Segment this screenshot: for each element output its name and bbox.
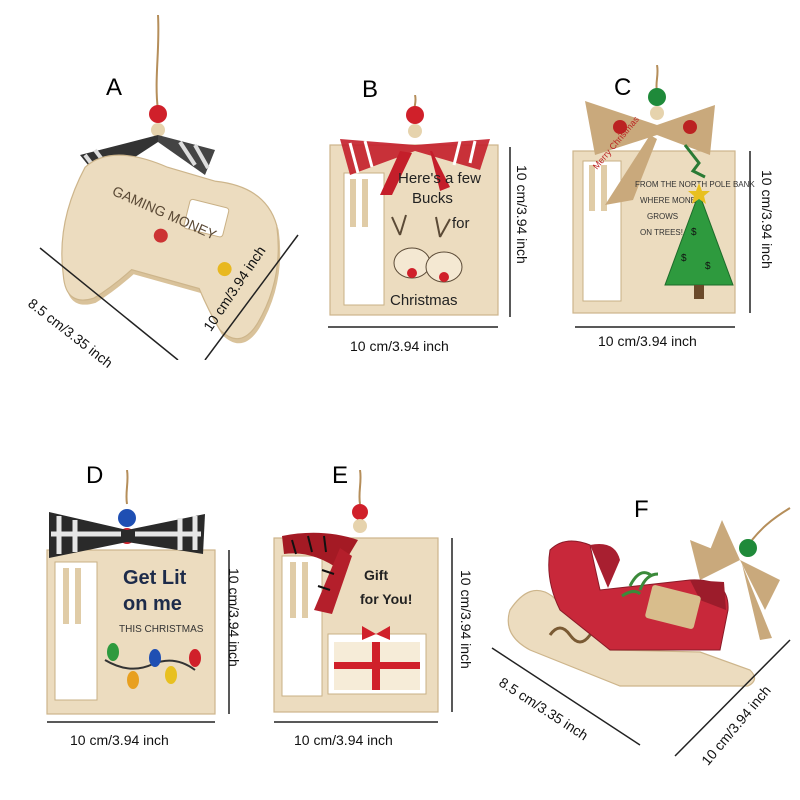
plaid-bow-icon — [49, 512, 205, 558]
wood-bead-icon — [353, 519, 367, 533]
reindeer-icon — [391, 214, 463, 283]
engraving-line-1: Get Lit — [123, 567, 187, 589]
gift-box-icon — [334, 626, 420, 690]
dim-b-horizontal: 10 cm/3.94 inch — [350, 338, 449, 354]
red-button-icon — [153, 228, 168, 243]
twine-icon — [155, 14, 160, 111]
ornament-c-money-tree: Merry Christmas FROM THE NORTH POLE BANK… — [572, 65, 755, 328]
engraving-line-1: Gift — [364, 567, 388, 583]
wood-bead-icon — [151, 123, 165, 137]
wood-bead-icon — [650, 106, 664, 120]
ornament-d-get-lit: Get Lit on me THIS CHRISTMAS — [46, 470, 230, 723]
christmas-lights-icon — [104, 643, 201, 689]
blue-bead-icon — [118, 509, 136, 527]
dim-c-vertical: 10 cm/3.94 inch — [759, 170, 775, 269]
gingham-bow-icon — [340, 139, 490, 195]
christmas-tree-icon: $ $ $ — [664, 183, 734, 299]
engraving-line-2: for You! — [360, 591, 412, 607]
label-b: B — [362, 76, 379, 103]
dim-c-horizontal: 10 cm/3.94 inch — [598, 333, 697, 349]
controller-body: GAMING MONEY — [61, 154, 281, 344]
burlap-bow-icon — [690, 520, 780, 640]
svg-text:$: $ — [705, 261, 711, 272]
engraving-line-4: Christmas — [390, 292, 458, 309]
label-e: E — [332, 462, 349, 489]
engraving-line-1: Here's a few — [398, 170, 481, 187]
label-c: C — [614, 74, 632, 101]
dim-d-horizontal: 10 cm/3.94 inch — [70, 732, 169, 748]
ornament-e-gift: Gift for You! — [273, 470, 453, 723]
ornament-a-game-controller: GAMING MONEY — [39, 14, 299, 360]
star-icon — [688, 183, 710, 204]
red-bead-icon — [149, 105, 167, 123]
dim-e-vertical: 10 cm/3.94 inch — [458, 570, 474, 669]
dim-line-f-vertical — [674, 639, 791, 757]
pine-sprig-icon — [621, 571, 659, 598]
green-bead-icon — [648, 88, 666, 106]
red-bead-icon — [406, 106, 424, 124]
twine-icon — [751, 507, 791, 541]
engraving-line-4: ON TREES! — [640, 228, 683, 237]
label-f: F — [634, 496, 649, 523]
green-bead-icon — [739, 539, 757, 557]
dim-b-vertical: 10 cm/3.94 inch — [514, 165, 530, 264]
dim-line-f-horizontal — [491, 647, 641, 746]
ornament-b-reindeer: Here's a few Bucks for Christmas — [328, 95, 511, 328]
engraving-line-2: on me — [123, 593, 182, 615]
dim-line-a-vertical — [204, 234, 299, 360]
engraving-line-3: THIS CHRISTMAS — [119, 624, 204, 635]
dim-d-vertical: 10 cm/3.94 inch — [226, 568, 242, 667]
engraving-line-1: FROM THE NORTH POLE BANK — [635, 180, 755, 189]
yellow-button-icon — [217, 262, 232, 277]
dim-line-a-horizontal — [39, 247, 179, 360]
engraving-line-2: Bucks — [412, 190, 453, 207]
plaid-scarf-icon — [282, 532, 358, 614]
dim-e-horizontal: 10 cm/3.94 inch — [294, 732, 393, 748]
engraving-line-3: GROWS — [647, 212, 678, 221]
svg-text:$: $ — [681, 253, 687, 264]
wood-bead-icon — [408, 124, 422, 138]
svg-text:$: $ — [691, 227, 697, 238]
label-d: D — [86, 462, 104, 489]
label-a: A — [106, 74, 123, 101]
ornament-f-sleigh — [491, 507, 791, 757]
engraving-line-2: WHERE MONEY — [640, 196, 702, 205]
red-bead-icon — [352, 504, 368, 520]
gift-tag-icon — [621, 571, 701, 629]
engraving-line-3: for — [452, 215, 470, 232]
bill-slot — [183, 198, 230, 238]
